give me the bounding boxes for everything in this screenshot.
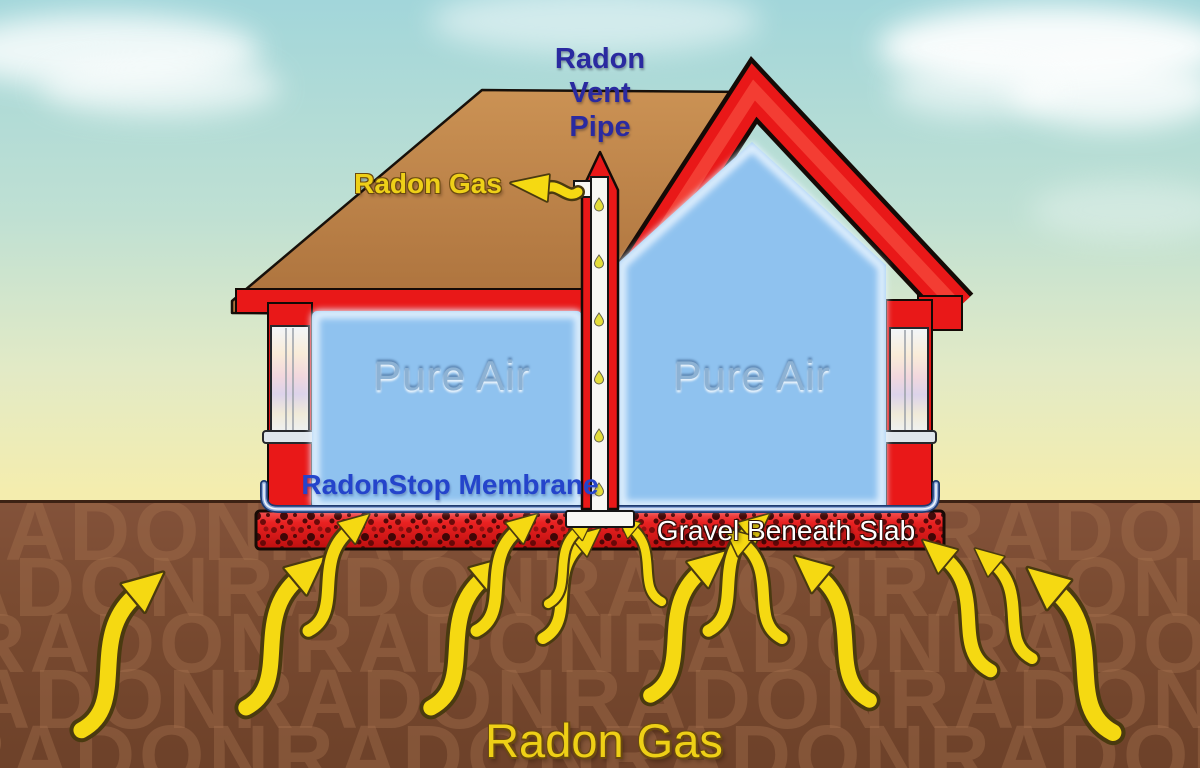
vent-pipe-label-line1: Radon <box>554 43 646 75</box>
ground-radon-gas-label: Radon Gas <box>485 714 723 767</box>
right-window-sill <box>881 430 937 444</box>
cloud <box>1030 180 1200 240</box>
membrane-label: RadonStop Membrane <box>301 469 599 500</box>
left-room-pure-air-label: Pure Air <box>373 352 531 399</box>
cloud <box>430 0 760 54</box>
vent-pipe-label: Radon Vent Pipe <box>555 42 645 144</box>
cloud <box>40 58 280 116</box>
right-wall <box>881 299 937 512</box>
gravel-label: Gravel Beneath Slab <box>656 515 916 546</box>
right-window <box>881 327 937 444</box>
left-window-sill <box>262 430 318 444</box>
vent-pipe-label-line2: Vent <box>569 77 631 109</box>
right-room-pure-air-label: Pure Air <box>673 352 831 399</box>
vent-pipe <box>565 176 635 528</box>
roof-pointer-arrow <box>509 173 585 203</box>
roof-radon-gas-label: Radon Gas <box>354 168 502 199</box>
vent-pipe-label-line3: Pipe <box>569 111 631 143</box>
house-cross-section <box>230 56 974 604</box>
radon-droplets-icon <box>593 197 605 497</box>
pipe-t-fitting <box>565 510 635 528</box>
cloud <box>890 62 1060 118</box>
left-window <box>262 325 318 444</box>
